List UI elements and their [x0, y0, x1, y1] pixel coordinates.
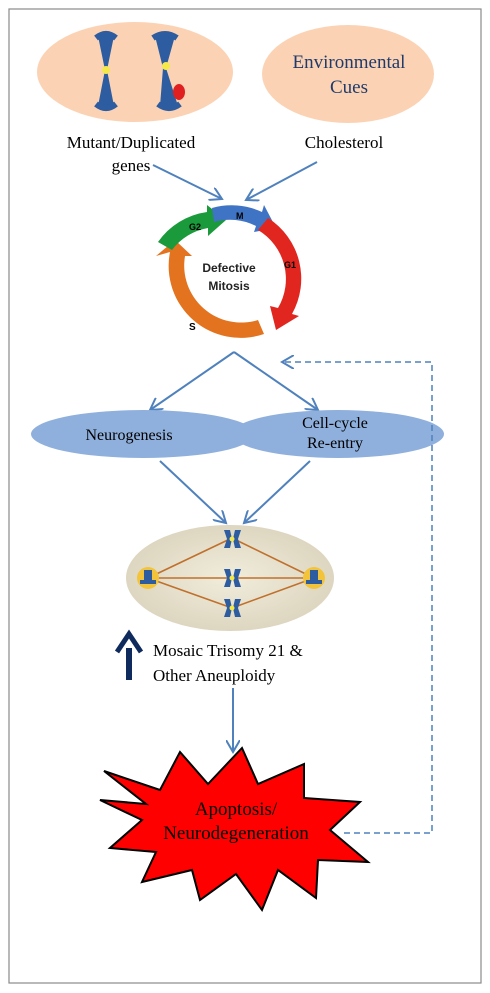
- chromosome-small-top: [224, 530, 241, 548]
- phase-label-g1: G1: [284, 260, 296, 270]
- arrow-reentry-to-spindle: [244, 460, 311, 523]
- environmental-cues-line2: Cues: [330, 77, 368, 98]
- mutant-genes-line1: Mutant/Duplicated: [67, 133, 196, 152]
- neurogenesis-oval: [31, 410, 255, 458]
- phase-label-g2: G2: [189, 222, 201, 232]
- apoptosis-line1: Apoptosis/: [195, 799, 278, 820]
- m-phase-arrow: [212, 205, 276, 232]
- cell-cycle: G2 M G1 S Defective Mitosis: [156, 205, 302, 338]
- increase-arrow-icon: [114, 629, 144, 680]
- reentry-line2: Re-entry: [307, 435, 363, 452]
- feedback-dashed-arrow: [282, 362, 433, 834]
- g2-phase-arrow: [158, 205, 226, 250]
- chromosome-small-middle: [224, 569, 241, 587]
- cycle-center-line1: Defective: [202, 261, 256, 275]
- apoptosis-burst: [99, 746, 371, 913]
- environmental-cues-line1: Environmental: [293, 52, 406, 73]
- reentry-oval: [232, 410, 444, 458]
- chromosome-icon: [94, 31, 118, 111]
- mutant-chromosome-icon: [151, 31, 185, 111]
- aneuploidy-line2: Other Aneuploidy: [153, 666, 276, 685]
- aneuploidy-line1: Mosaic Trisomy 21 &: [153, 641, 303, 660]
- aneuploid-spindle: [126, 525, 334, 631]
- centrosome-right: [303, 567, 325, 589]
- s-phase-arrow: [156, 240, 264, 338]
- chromosome-small-bottom: [224, 599, 241, 617]
- page-frame: [8, 8, 482, 984]
- cholesterol-label: Cholesterol: [305, 133, 384, 152]
- environmental-cues-oval: [262, 25, 434, 123]
- apoptosis-line2: Neurodegeneration: [163, 823, 309, 844]
- cycle-center-line2: Mitosis: [208, 279, 250, 293]
- g1-phase-arrow: [258, 218, 302, 330]
- arrow-genes-to-cycle: [152, 164, 222, 199]
- phase-label-m: M: [236, 211, 244, 221]
- centrosome-left: [137, 567, 159, 589]
- neurogenesis-label: Neurogenesis: [85, 427, 172, 444]
- arrow-cycle-to-reentry: [233, 351, 318, 410]
- chromosome-oval: [37, 22, 233, 122]
- arrow-cholesterol-to-cycle: [246, 161, 318, 200]
- arrow-neurogenesis-to-spindle: [159, 460, 226, 523]
- reentry-line1: Cell-cycle: [302, 415, 368, 432]
- arrow-cycle-to-neurogenesis: [150, 351, 235, 410]
- phase-label-s: S: [189, 322, 196, 333]
- mutant-genes-line2: genes: [112, 156, 151, 175]
